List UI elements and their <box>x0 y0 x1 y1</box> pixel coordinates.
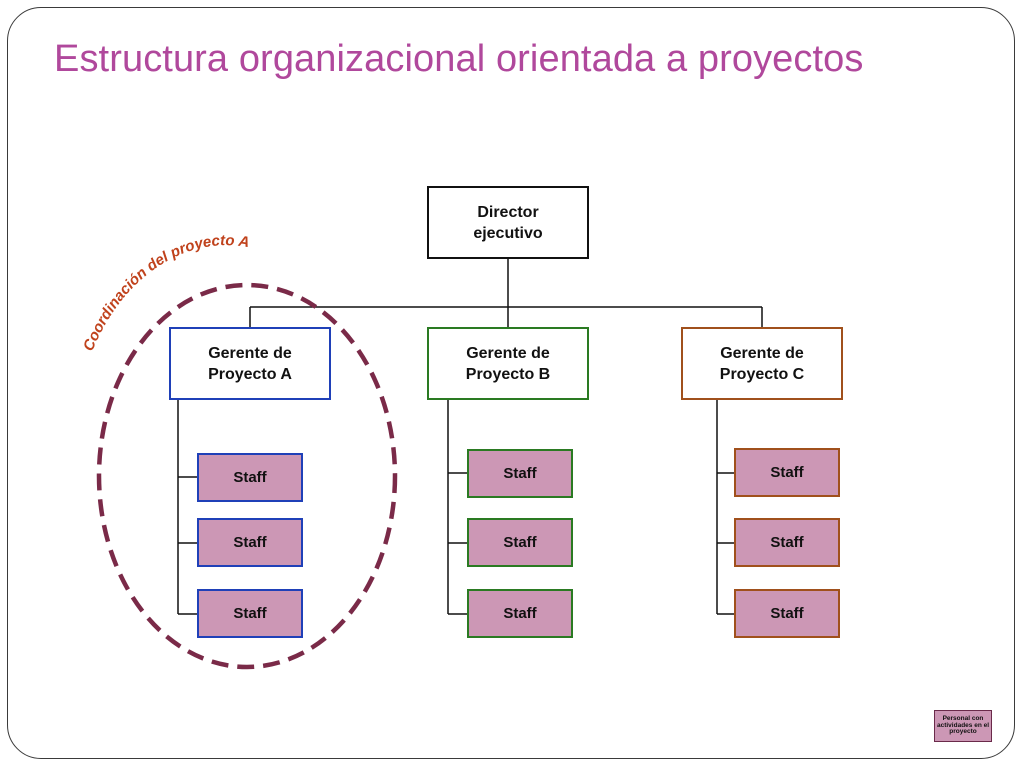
manager-a-box: Gerente de Proyecto A <box>169 327 331 400</box>
director-label: Director ejecutivo <box>473 203 543 242</box>
staff-c1: Staff <box>734 448 840 497</box>
staff-a2: Staff <box>197 518 303 567</box>
director-box: Director ejecutivo <box>427 186 589 259</box>
coordination-ellipse <box>96 282 398 670</box>
staff-c2: Staff <box>734 518 840 567</box>
staff-a3: Staff <box>197 589 303 638</box>
manager-b-box: Gerente de Proyecto B <box>427 327 589 400</box>
page-title: Estructura organizacional orientada a pr… <box>54 38 864 80</box>
legend-box: Personal con actividades en el proyecto <box>934 710 992 742</box>
staff-a1: Staff <box>197 453 303 502</box>
manager-c-label: Gerente de Proyecto C <box>719 344 805 383</box>
staff-b2: Staff <box>467 518 573 567</box>
legend-label: Personal con actividades en el proyecto <box>936 715 990 736</box>
staff-b3: Staff <box>467 589 573 638</box>
staff-b1: Staff <box>467 449 573 498</box>
manager-c-box: Gerente de Proyecto C <box>681 327 843 400</box>
manager-a-label: Gerente de Proyecto A <box>208 344 292 383</box>
staff-c3: Staff <box>734 589 840 638</box>
manager-b-label: Gerente de Proyecto B <box>465 344 551 383</box>
